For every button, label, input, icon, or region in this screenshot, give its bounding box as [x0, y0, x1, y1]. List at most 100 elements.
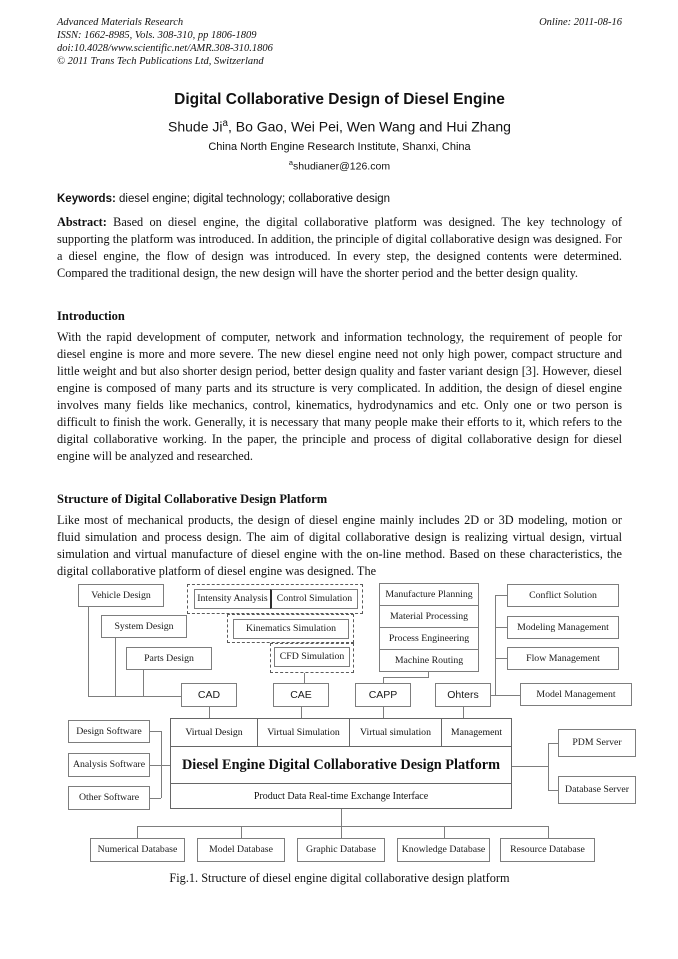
- author-affil-mark: a: [222, 118, 228, 129]
- box-flow-management: Flow Management: [507, 647, 619, 671]
- journal-doi: doi:10.4028/www.scientific.net/AMR.308-3…: [57, 43, 273, 54]
- connector-line: [491, 695, 520, 697]
- box-capp: CAPP: [355, 683, 411, 708]
- journal-issn: ISSN: 1662-8985, Vols. 308-310, pp 1806-…: [57, 30, 257, 41]
- connector-line: [304, 673, 305, 684]
- connector-line: [150, 765, 170, 767]
- email-address: shudianer@126.com: [293, 160, 391, 173]
- connector-line: [548, 743, 558, 745]
- dashed-group-cfd: [270, 643, 354, 674]
- connector-line: [548, 743, 549, 791]
- connector-line: [88, 696, 181, 698]
- figure-caption: Fig.1. Structure of diesel engine digita…: [169, 871, 510, 886]
- box-process-engineering: Process Engineering: [379, 627, 479, 651]
- connector-line: [150, 798, 161, 800]
- connector-line: [383, 677, 384, 684]
- authors-line: Shude Jia, Bo Gao, Wei Pei, Wen Wang and…: [57, 118, 622, 135]
- connector-line: [444, 826, 445, 839]
- section-heading-structure: Structure of Digital Collaborative Desig…: [57, 492, 328, 507]
- box-material-processing: Material Processing: [379, 605, 479, 629]
- box-cae: CAE: [273, 683, 329, 708]
- section-heading-introduction: Introduction: [57, 309, 125, 324]
- connector-line: [548, 826, 549, 839]
- cell-virtual-design: Virtual Design: [185, 727, 243, 739]
- affiliation: China North Engine Research Institute, S…: [208, 140, 471, 153]
- keywords-label: Keywords:: [57, 193, 116, 206]
- box-kinematics-simulation: Kinematics Simulation: [233, 619, 349, 640]
- box-model-management: Model Management: [520, 683, 632, 707]
- box-model-database: Model Database: [197, 838, 285, 863]
- connector-line: [341, 809, 342, 827]
- connector-line: [137, 826, 138, 839]
- box-cad: CAD: [181, 683, 237, 708]
- box-resource-database: Resource Database: [500, 838, 595, 863]
- box-other-software: Other Software: [68, 786, 150, 811]
- box-modeling-management: Modeling Management: [507, 616, 619, 640]
- connector-line: [512, 766, 548, 768]
- box-cfd-simulation: CFD Simulation: [274, 647, 350, 668]
- connector-line: [209, 707, 210, 719]
- box-ohters: Ohters: [435, 683, 491, 708]
- box-vehicle-design: Vehicle Design: [78, 584, 164, 608]
- connector-line: [241, 826, 242, 839]
- email-affil-mark: a: [288, 157, 294, 167]
- journal-header: Advanced Materials Research ISSN: 1662-8…: [57, 16, 622, 68]
- box-design-software: Design Software: [68, 720, 150, 744]
- connector-line: [495, 627, 507, 629]
- connector-line: [383, 677, 429, 679]
- box-graphic-database: Graphic Database: [297, 838, 385, 863]
- box-control-simulation: Control Simulation: [270, 589, 358, 610]
- cell-virtual-simulation-2: Virtual simulation: [349, 719, 441, 747]
- paper-title: Digital Collaborative Design of Diesel E…: [174, 91, 505, 108]
- connector-line: [301, 707, 302, 719]
- box-machine-routing: Machine Routing: [379, 649, 479, 673]
- keywords-text: diesel engine; digital technology; colla…: [115, 193, 391, 206]
- box-database-server: Database Server: [558, 776, 636, 805]
- platform-title: Diesel Engine Digital Collaborative Desi…: [171, 746, 511, 783]
- authors-rest: , Bo Gao, Wei Pei, Wen Wang and Hui Zhan…: [227, 118, 511, 135]
- box-manufacture-planning: Manufacture Planning: [379, 583, 479, 607]
- connector-line: [383, 707, 384, 719]
- connector-line: [428, 672, 429, 678]
- connector-line: [161, 731, 162, 799]
- connector-line: [463, 707, 464, 719]
- box-system-design: System Design: [101, 615, 187, 639]
- cell-management: Management: [441, 719, 511, 747]
- connector-line: [137, 826, 548, 828]
- connector-line: [143, 670, 144, 697]
- section-body-introduction: With the rapid development of computer, …: [57, 330, 622, 464]
- box-knowledge-database: Knowledge Database: [397, 838, 490, 863]
- connector-line: [88, 607, 89, 697]
- connector-line: [495, 595, 507, 597]
- connector-line: [495, 658, 507, 660]
- keywords-line: Keywords: diesel engine; digital technol…: [57, 193, 622, 205]
- connector-line: [495, 595, 496, 696]
- connector-line: [150, 731, 161, 733]
- box-analysis-software: Analysis Software: [68, 753, 150, 778]
- abstract-text: Based on diesel engine, the digital coll…: [57, 215, 622, 281]
- connector-line: [115, 638, 116, 697]
- cell-virtual-simulation: Virtual Simulation: [257, 719, 349, 747]
- box-numerical-database: Numerical Database: [90, 838, 185, 863]
- platform-function-row: Virtual Design Virtual Simulation Virtua…: [171, 719, 511, 747]
- abstract-label: Abstract:: [57, 215, 107, 230]
- connector-line: [548, 790, 558, 792]
- box-parts-design: Parts Design: [126, 647, 212, 671]
- connector-line: [341, 826, 342, 839]
- abstract-paragraph: Abstract: Based on diesel engine, the di…: [57, 214, 622, 282]
- box-pdm-server: PDM Server: [558, 729, 636, 758]
- journal-info: Advanced Materials Research ISSN: 1662-8…: [57, 16, 273, 68]
- online-date: Online: 2011-08-16: [539, 17, 622, 28]
- author-first: Shude Ji: [168, 118, 223, 135]
- journal-name: Advanced Materials Research: [57, 17, 184, 28]
- email-line: ashudianer@126.com: [57, 158, 622, 173]
- section-body-structure: Like most of mechanical products, the de…: [57, 513, 622, 579]
- box-conflict-solution: Conflict Solution: [507, 584, 619, 608]
- dashed-group-analysis: [187, 584, 363, 615]
- box-intensity-analysis: Intensity Analysis: [194, 589, 270, 610]
- platform-box: Virtual Design Virtual Simulation Virtua…: [170, 718, 512, 810]
- dashed-group-kinematics: [227, 614, 354, 644]
- journal-copyright: © 2011 Trans Tech Publications Ltd, Swit…: [57, 56, 264, 67]
- figure-1-diagram: Vehicle Design System Design Parts Desig…: [57, 580, 642, 870]
